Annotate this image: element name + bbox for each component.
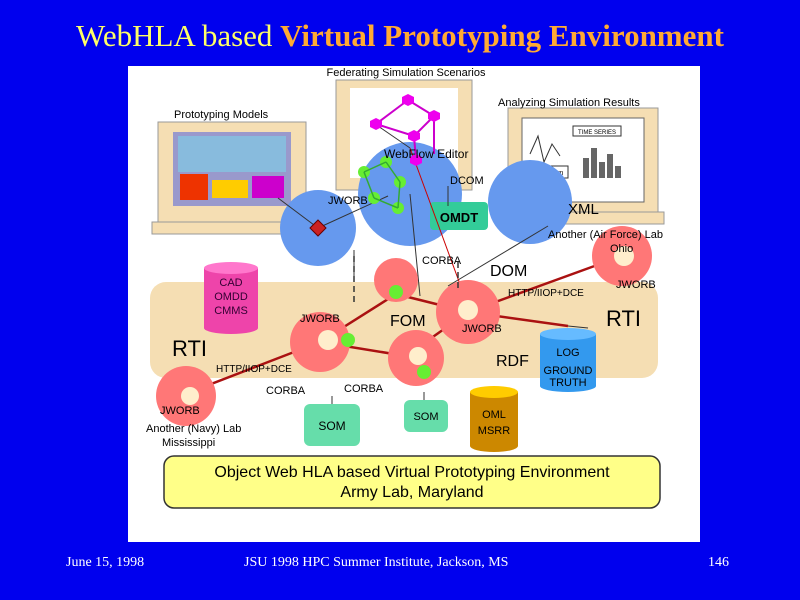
label-dcom: DCOM xyxy=(450,175,484,187)
label-xml: XML xyxy=(568,201,599,218)
oml-cylinder-bottom xyxy=(470,440,518,452)
label-jworb-center: JWORB xyxy=(462,323,502,335)
log-cylinder-bottom xyxy=(540,380,596,392)
label-som-1: SOM xyxy=(318,419,345,433)
label-corba-mid: CORBA xyxy=(422,255,462,267)
label-oml: OML xyxy=(482,409,506,421)
label-navy: Another (Navy) Lab xyxy=(146,423,241,435)
prototyping-image xyxy=(178,136,286,172)
label-omdt: OMDT xyxy=(440,210,478,225)
log-cylinder-top xyxy=(540,328,596,340)
label-cad: CAD xyxy=(219,277,242,289)
label-rdf: RDF xyxy=(496,353,529,370)
dashed-links xyxy=(353,256,459,304)
prototyping-block xyxy=(180,174,208,200)
cad-cylinder-bottom xyxy=(204,322,258,334)
histogram-bar xyxy=(615,166,621,178)
model-node-icon xyxy=(309,219,327,237)
node-core xyxy=(614,246,634,266)
node-core xyxy=(318,330,338,350)
label-truth: TRUTH xyxy=(549,377,586,389)
label-ground: GROUND xyxy=(544,365,593,377)
node-core xyxy=(409,347,427,365)
omdt-box xyxy=(430,202,488,230)
histogram-bar xyxy=(583,158,589,178)
webflow-graph-edges xyxy=(363,161,401,209)
histogram-bar xyxy=(607,154,613,178)
time-series-plot xyxy=(529,134,561,164)
label-analyzing: Analyzing Simulation Results xyxy=(498,97,640,109)
diagram-panel: TIME SERIES histogram xyxy=(128,66,700,542)
label-jworb-navy: JWORB xyxy=(160,405,200,417)
node-core xyxy=(458,300,478,320)
label-msrr: MSRR xyxy=(478,425,510,437)
label-omdd: OMDD xyxy=(214,291,248,303)
title-plain: WebHLA based xyxy=(76,18,281,53)
footer-date: June 15, 1998 xyxy=(66,555,145,570)
label-jworb-top: JWORB xyxy=(328,195,368,207)
time-series-label-box xyxy=(572,125,622,137)
label-httpiiop-right: HTTP/IIOP+DCE xyxy=(508,288,584,299)
oml-cylinder-top xyxy=(470,386,518,398)
label-rti-left: RTI xyxy=(172,336,207,361)
label-rti-right: RTI xyxy=(606,306,641,331)
architecture-diagram: TIME SERIES histogram xyxy=(146,67,665,509)
footer-page-number: 146 xyxy=(708,555,729,570)
som-box-2 xyxy=(404,400,448,432)
label-corba-left: CORBA xyxy=(266,385,306,397)
prototyping-block xyxy=(212,180,248,198)
cad-cylinder-top xyxy=(204,262,258,274)
label-httpiiop-left: HTTP/IIOP+DCE xyxy=(216,364,292,375)
federating-graph-nodes xyxy=(370,94,440,166)
label-cmms: CMMS xyxy=(214,305,248,317)
label-log: LOG xyxy=(556,347,579,359)
green-nodes xyxy=(341,156,431,379)
xml-circle xyxy=(488,160,572,244)
title-highlight: Virtual Prototyping Environment xyxy=(280,18,724,53)
caption-line-2: Army Lab, Maryland xyxy=(340,484,483,501)
label-federating: Federating Simulation Scenarios xyxy=(327,67,486,79)
label-dom: DOM xyxy=(490,263,527,280)
label-mississippi: Mississippi xyxy=(162,437,215,449)
histogram-bar xyxy=(591,148,597,178)
slide-title: WebHLA based Virtual Prototyping Environ… xyxy=(0,18,800,54)
log-cylinder xyxy=(540,334,596,386)
label-ohio: Ohio xyxy=(610,243,633,255)
label-webflow: WebFlow Editor xyxy=(384,147,468,161)
red-connector xyxy=(409,147,469,307)
label-airforce: Another (Air Force) Lab xyxy=(548,229,663,241)
node-core xyxy=(181,387,199,405)
cad-cylinder xyxy=(204,268,258,328)
label-jworb-right: JWORB xyxy=(616,279,656,291)
label-som-2: SOM xyxy=(413,411,438,423)
oml-cylinder xyxy=(470,392,518,446)
label-jworb-left: JWORB xyxy=(300,313,340,325)
label-fom: FOM xyxy=(390,313,426,330)
time-series-label: TIME SERIES xyxy=(578,130,616,136)
som-box-1 xyxy=(304,404,360,446)
footer-event: JSU 1998 HPC Summer Institute, Jackson, … xyxy=(244,555,509,570)
label-corba-right: CORBA xyxy=(344,383,384,395)
caption-box xyxy=(163,455,661,509)
histogram-bar xyxy=(599,162,605,178)
prototyping-block xyxy=(252,176,284,198)
label-prototyping: Prototyping Models xyxy=(174,109,269,121)
rti-bus-shape xyxy=(150,282,658,378)
corba-node xyxy=(374,258,418,302)
caption-line-1: Object Web HLA based Virtual Prototyping… xyxy=(214,464,610,481)
